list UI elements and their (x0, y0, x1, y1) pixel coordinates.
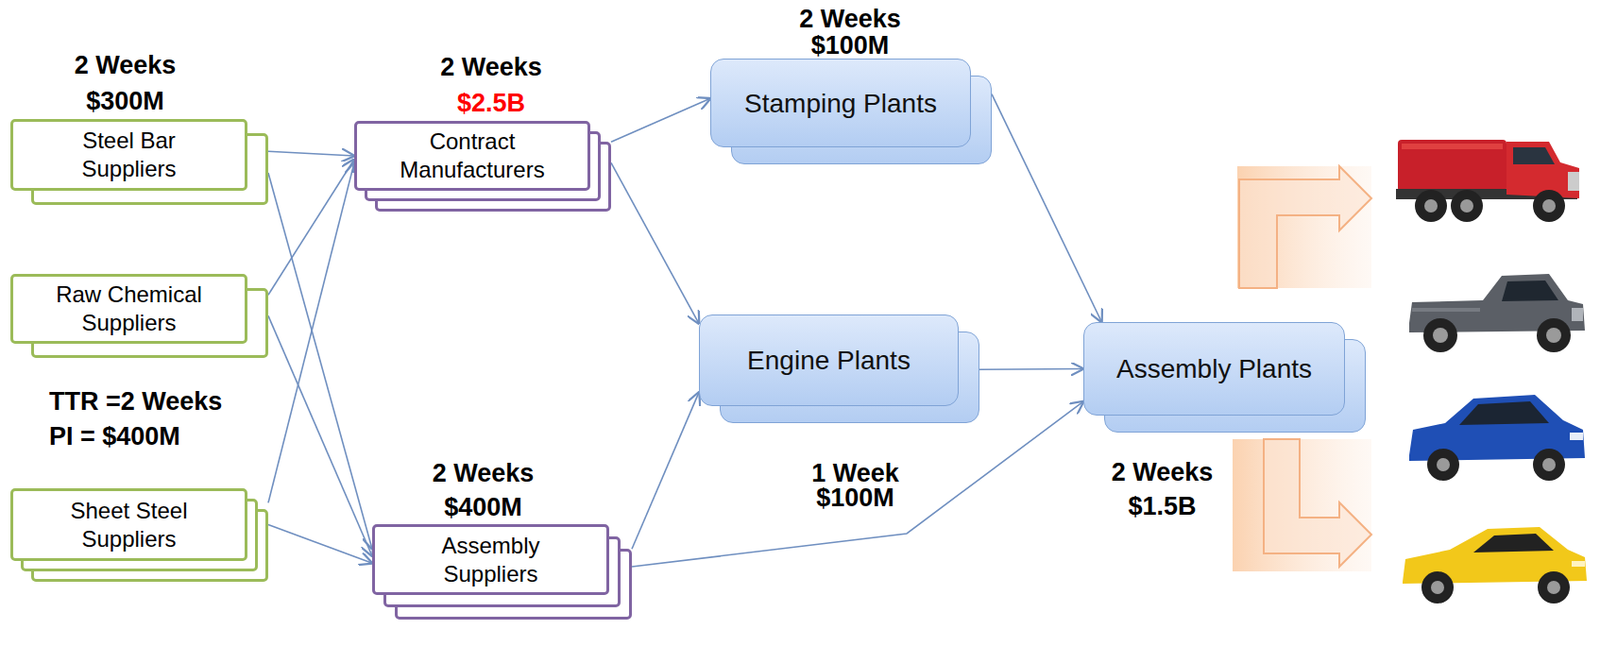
hatchback-picture-part (1427, 448, 1460, 481)
connector-arrow (979, 368, 1084, 371)
sports-car-picture-part (1430, 580, 1445, 595)
box-label-area: Raw Chemical Suppliers (10, 273, 248, 344)
annotation-group: 2 Weeks$400M (432, 456, 535, 525)
annotation-text: $2.5B (440, 85, 543, 121)
box-label-area: Engine Plants (698, 314, 959, 407)
process-box: Raw Chemical Suppliers (10, 273, 248, 344)
connector-arrow (991, 94, 1102, 323)
sports-car-picture-part (1537, 571, 1570, 604)
annotation-group: 1 Week$100M (811, 460, 900, 511)
pickup-picture-part (1546, 327, 1562, 343)
pickup-picture-part (1423, 318, 1458, 353)
hatchback-picture-part (1569, 432, 1583, 441)
sports-car-picture-part (1421, 571, 1454, 604)
hatchback-picture-part (1436, 458, 1450, 472)
annotation-text: $400M (432, 490, 535, 525)
output-arrow (1237, 166, 1372, 289)
connector-arrow (268, 315, 373, 556)
box-label-area: Contract Manufacturers (354, 120, 591, 191)
box-label-area: Assembly Suppliers (372, 524, 610, 596)
pickup-picture-part (1412, 307, 1481, 312)
connector-arrow (611, 162, 699, 324)
output-arrow (1232, 439, 1372, 572)
dump-truck-picture-part (1532, 189, 1566, 222)
note-text: TTR =2 Weeks (49, 387, 222, 416)
pickup-picture-part (1571, 307, 1583, 322)
connector-arrow (631, 391, 699, 549)
process-box: Assembly Suppliers2 Weeks$400M (372, 524, 610, 596)
dump-truck-picture-part (1414, 189, 1447, 222)
dump-truck-picture-part (1460, 199, 1474, 213)
process-box: Stamping Plants2 Weeks$100M (710, 58, 971, 148)
process-box: Engine Plants1 Week$100M (698, 314, 959, 407)
sports-car-picture-part (1473, 533, 1554, 553)
process-box: Sheet Steel Suppliers (10, 488, 248, 562)
hatchback-picture-part (1532, 448, 1566, 481)
annotation-text: 1 Week (811, 460, 900, 486)
dump-truck-picture-part (1542, 199, 1556, 213)
connector-arrow (268, 172, 373, 549)
box-label: Assembly Suppliers (408, 531, 574, 589)
pickup-picture-part (1432, 327, 1448, 343)
process-box: Assembly Plants2 Weeks$1.5B (1083, 322, 1345, 416)
note-text: PI = $400M (49, 422, 181, 451)
dump-truck-picture-part (1424, 199, 1438, 213)
pickup-picture-part (1536, 318, 1571, 353)
annotation-group: 2 Weeks$2.5B (440, 49, 543, 121)
annotation-text: 2 Weeks (432, 456, 535, 491)
sports-car-picture (1402, 527, 1587, 604)
output-arrow-ground (1232, 439, 1372, 572)
connector-arrow (611, 98, 711, 142)
box-label-area: Sheet Steel Suppliers (10, 488, 248, 562)
box-label: Steel Bar Suppliers (46, 126, 212, 184)
annotation-text: 2 Weeks (1111, 455, 1214, 490)
dump-truck-picture-part (1506, 141, 1580, 199)
annotation-text: $300M (74, 83, 177, 120)
dump-truck-picture-part (1450, 189, 1483, 222)
box-label-area: Steel Bar Suppliers (10, 119, 248, 191)
hatchback-picture-part (1542, 458, 1556, 472)
annotation-text: $100M (811, 485, 900, 511)
box-label-area: Stamping Plants (710, 58, 971, 148)
connector-arrow (268, 159, 355, 296)
hatchback-picture-part (1459, 401, 1549, 426)
output-arrow-ground (1237, 166, 1372, 289)
annotation-text: 2 Weeks (799, 5, 902, 33)
annotation-text: 2 Weeks (74, 47, 177, 84)
dump-truck-picture-part (1567, 171, 1580, 191)
annotation-group: 2 Weeks$300M (74, 47, 177, 120)
box-label: Sheet Steel Suppliers (46, 496, 212, 554)
pickup-picture-part (1501, 280, 1559, 302)
output-arrow-shape (1239, 166, 1372, 289)
annotation-text: $1.5B (1111, 489, 1214, 524)
connector-arrow (268, 151, 355, 156)
annotation-group: 2 Weeks$1.5B (1111, 455, 1214, 524)
box-label: Stamping Plants (744, 86, 937, 120)
box-label-area: Assembly Plants (1083, 322, 1345, 416)
connector-arrow (631, 401, 1084, 567)
box-label: Engine Plants (747, 343, 911, 377)
process-box: Steel Bar Suppliers2 Weeks$300M (10, 119, 248, 191)
output-arrow-shape (1263, 439, 1372, 567)
dump-truck-picture-part (1513, 147, 1555, 165)
pickup-picture (1409, 273, 1585, 353)
dump-truck-picture (1395, 139, 1580, 222)
process-box: Contract Manufacturers2 Weeks$2.5B (354, 120, 591, 191)
sports-car-picture-part (1571, 561, 1585, 567)
dump-truck-picture-part (1397, 139, 1507, 192)
box-label: Assembly Plants (1116, 352, 1312, 386)
box-label: Raw Chemical Suppliers (46, 280, 212, 338)
annotation-text: $100M (799, 32, 902, 59)
annotation-group: 2 Weeks$100M (799, 5, 902, 59)
annotation-text: 2 Weeks (440, 49, 543, 86)
sports-car-picture-part (1547, 580, 1561, 595)
box-label: Contract Manufacturers (373, 127, 572, 185)
hatchback-picture (1409, 394, 1585, 481)
dump-truck-picture-part (1401, 143, 1503, 150)
connector-arrow (268, 162, 355, 503)
connector-arrow (268, 525, 373, 564)
